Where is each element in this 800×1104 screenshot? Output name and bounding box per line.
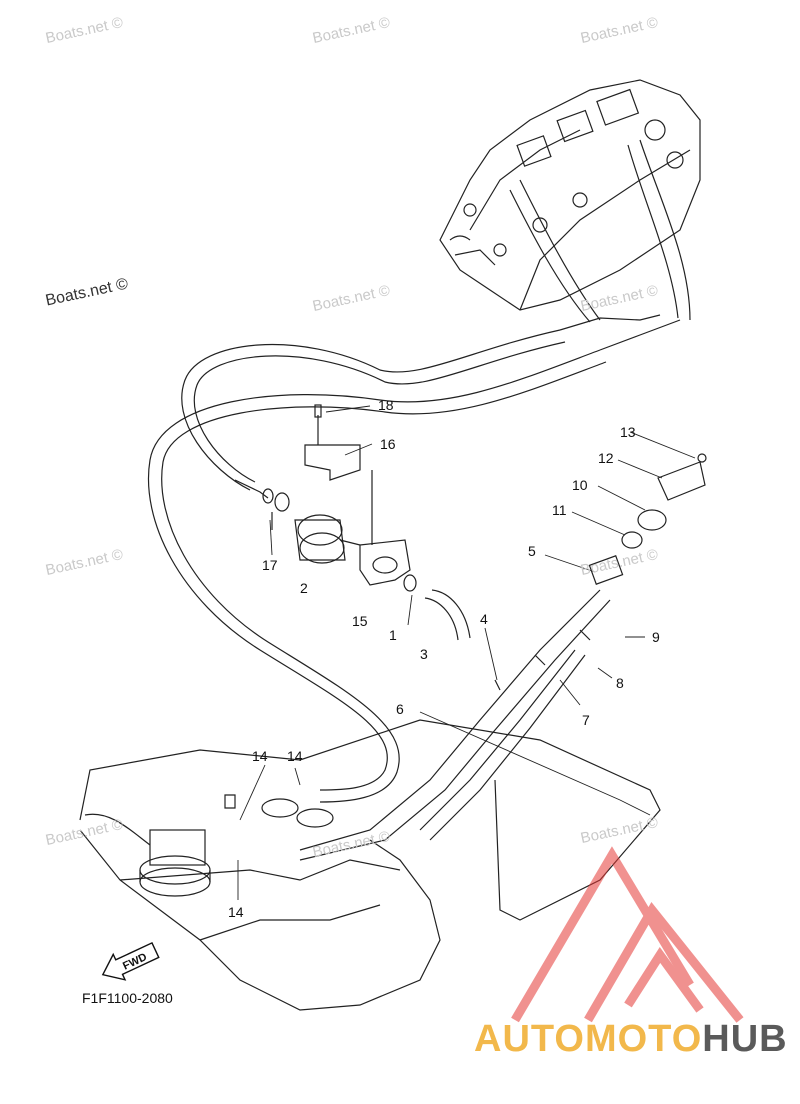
fwd-arrow: FWD (101, 941, 160, 981)
callout-6: 6 (396, 701, 404, 717)
callout-11: 11 (552, 502, 567, 518)
callout-17: 17 (262, 557, 278, 573)
callout-12: 12 (598, 450, 614, 466)
callout-8: 8 (616, 675, 624, 691)
brand-part-hub: HUB (702, 1018, 788, 1060)
engine-block (439, 79, 701, 311)
callout-14-c: 14 (228, 904, 244, 920)
callout-5: 5 (528, 543, 536, 559)
callout-7: 7 (582, 712, 590, 728)
brand-part-auto: AUTO (474, 1018, 585, 1060)
callout-1: 1 (389, 627, 397, 643)
fuel-hoses-main (147, 139, 691, 803)
automotohub-logo-icon (511, 846, 744, 1023)
fwd-label: FWD (121, 951, 149, 972)
callout-9: 9 (652, 629, 660, 645)
brand-part-moto: MOTO (584, 1018, 703, 1060)
leader-lines (237, 405, 696, 900)
callout-18: 18 (378, 397, 394, 413)
fuel-filter-assembly (234, 404, 471, 641)
diagram-code: F1F1100-2080 (82, 990, 173, 1006)
callout-16: 16 (380, 436, 396, 452)
callout-14-a: 14 (252, 748, 268, 764)
callout-10: 10 (572, 477, 588, 493)
fuel-tubes-right (299, 453, 707, 861)
callout-14-b: 14 (287, 748, 303, 764)
brand-wordmark: AUTOMOTOHUB (474, 1018, 788, 1061)
callout-4: 4 (480, 611, 488, 627)
callout-15: 15 (352, 613, 368, 629)
callouts: 18 16 13 12 10 11 5 9 8 7 4 6 1 3 15 2 1… (228, 397, 660, 920)
callout-13: 13 (620, 424, 636, 440)
fuel-tank (79, 719, 661, 1011)
callout-3: 3 (420, 646, 428, 662)
callout-2: 2 (300, 580, 308, 596)
